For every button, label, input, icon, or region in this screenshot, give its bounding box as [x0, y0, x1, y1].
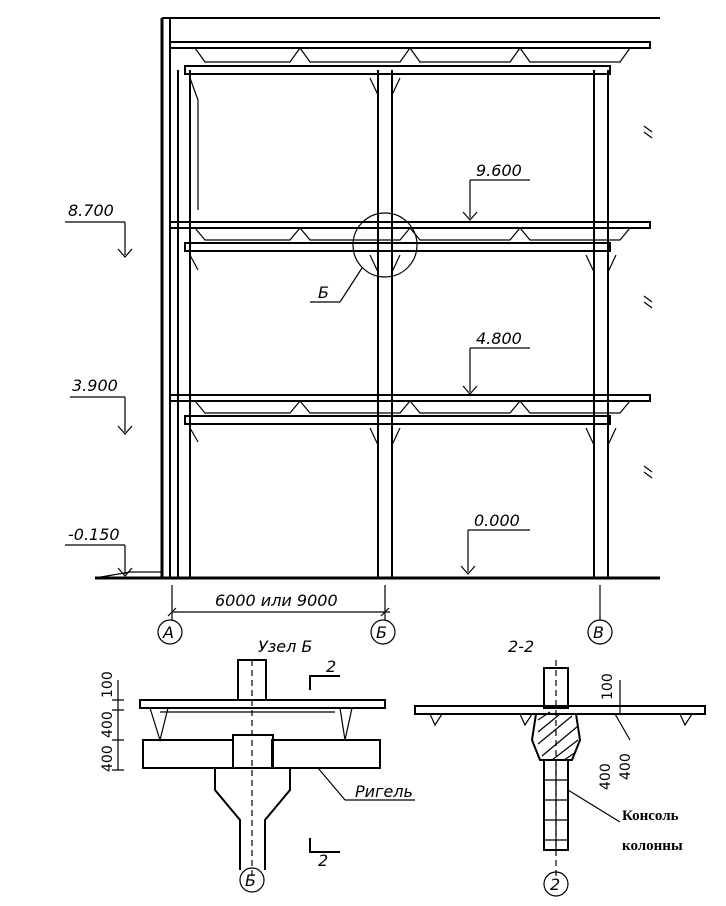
svg-text:400: 400 [598, 763, 614, 790]
svg-text:Б: Б [376, 623, 387, 642]
rigel-label: Ригель [355, 782, 413, 801]
callout-circle-b [352, 212, 418, 278]
svg-text:Б: Б [245, 871, 256, 890]
svg-text:9.600: 9.600 [476, 161, 522, 180]
axis-bubble-v: В [587, 619, 613, 645]
elev-mark-8700: 8.700 [65, 201, 133, 258]
break-mark-3 [643, 465, 653, 479]
callout-leader-b [339, 267, 363, 303]
svg-text:400: 400 [100, 745, 116, 772]
elev-mark-4800: 4.800 [462, 329, 530, 395]
callout-label-b: Б [318, 283, 329, 302]
svg-text:100: 100 [100, 671, 116, 698]
svg-text:2: 2 [326, 657, 336, 676]
break-mark-1 [643, 125, 653, 139]
slab-top [169, 41, 651, 75]
detail-b-title: Узел Б [258, 637, 312, 656]
svg-text:3.900: 3.900 [72, 376, 118, 395]
svg-text:-0.150: -0.150 [68, 525, 120, 544]
svg-text:В: В [593, 623, 604, 642]
haunch-upper [189, 77, 401, 210]
svg-text:4.800: 4.800 [476, 329, 522, 348]
svg-text:2: 2 [550, 875, 560, 894]
detail-node-b: Узел Б 2 2 Ригель Б 100 400 400 [100, 637, 415, 893]
console-label-line1: Консоль [622, 808, 679, 824]
elev-mark-9600: 9.600 [462, 161, 530, 221]
svg-text:2: 2 [318, 851, 328, 870]
slab-lower [169, 394, 651, 425]
svg-text:100: 100 [600, 673, 616, 700]
svg-text:А: А [162, 623, 174, 642]
svg-text:6000 или 9000: 6000 или 9000 [215, 591, 338, 610]
svg-text:8.700: 8.700 [68, 201, 114, 220]
elev-mark-3900: 3.900 [70, 376, 133, 435]
section-title: 2-2 [508, 637, 534, 656]
console-label-line2: колонны [622, 838, 683, 854]
elev-mark-0000: 0.000 [460, 511, 530, 575]
svg-text:400: 400 [618, 753, 634, 780]
svg-text:0.000: 0.000 [474, 511, 520, 530]
ground-slope [94, 571, 162, 579]
break-mark-2 [643, 295, 653, 309]
axis-bubble-b: Б [370, 619, 396, 645]
elev-mark-m0150: -0.150 [65, 525, 133, 577]
section-2-2: 2-2 100 400 400 Консоль колонны 2 [414, 637, 706, 897]
svg-text:400: 400 [100, 711, 116, 738]
span-dimension: 6000 или 9000 [167, 585, 601, 620]
slab-middle [169, 221, 651, 252]
haunch-middle [189, 254, 617, 273]
axis-bubble-a: А [157, 619, 183, 645]
haunch-lower [189, 427, 617, 446]
building-frame-elevation [94, 17, 660, 580]
